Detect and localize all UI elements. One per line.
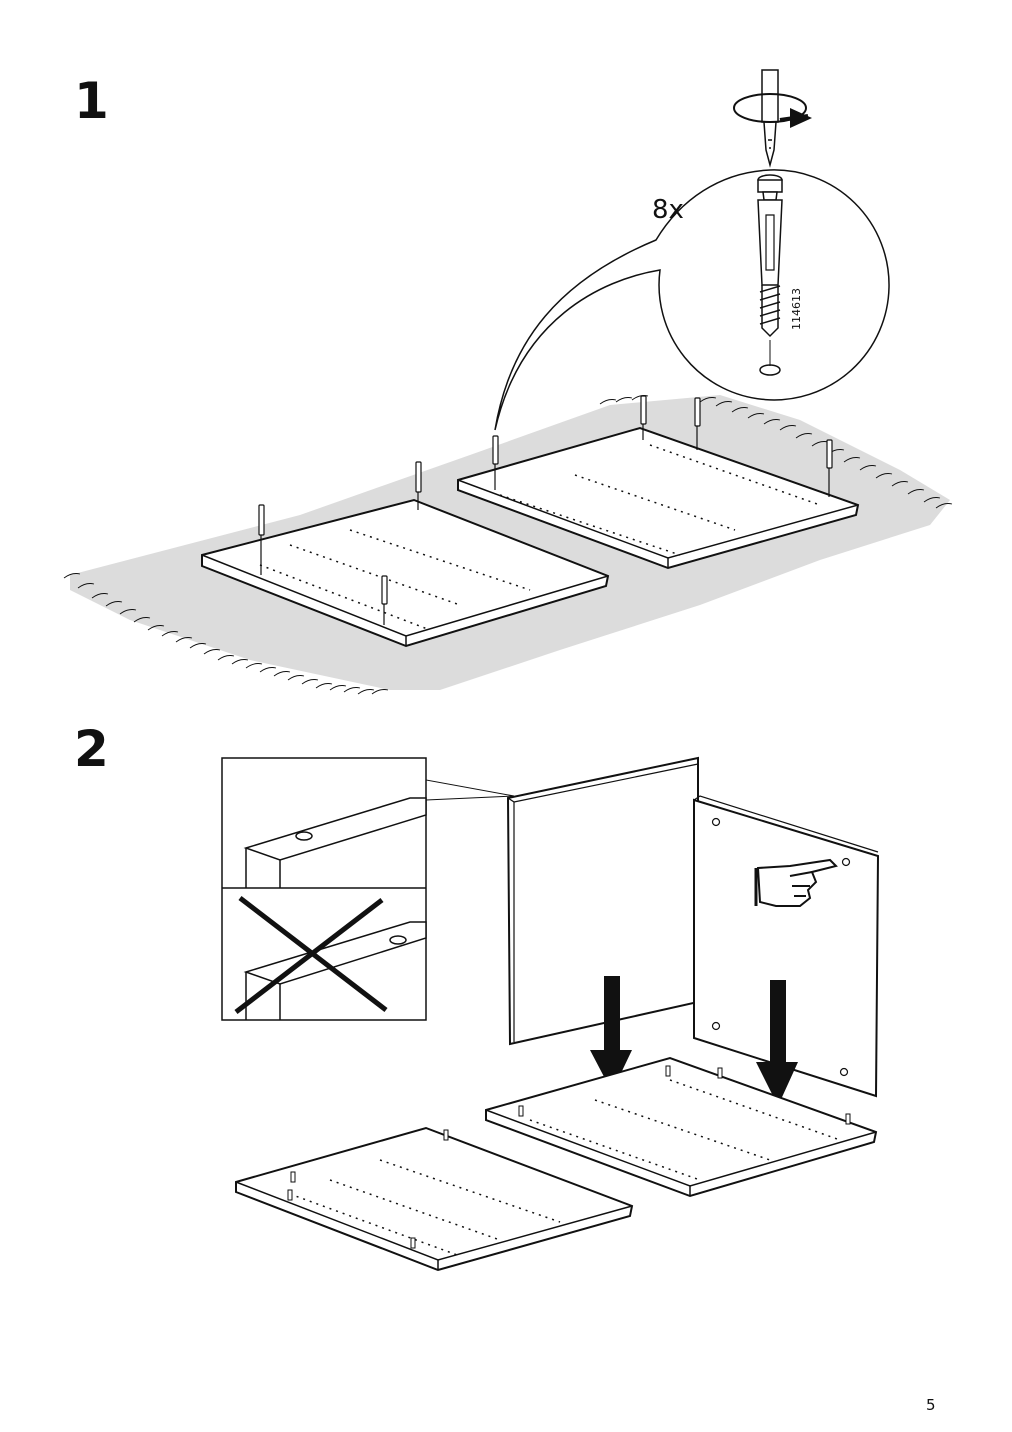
correct-edge-detail — [243, 797, 427, 888]
side-panel-plain — [506, 756, 699, 1046]
step-2-number: 2 — [74, 720, 109, 778]
left-panel — [201, 498, 610, 648]
page-number: 5 — [926, 1396, 936, 1414]
bottom-panel-target — [485, 1056, 878, 1198]
bottom-panel-left — [235, 1126, 634, 1272]
right-panel — [457, 426, 860, 570]
cam-dowel-icon — [757, 174, 783, 376]
part-number-label: 114613 — [790, 288, 803, 330]
cam-dowels — [258, 395, 833, 625]
step-1-number: 1 — [74, 72, 109, 130]
screwdriver-icon — [733, 69, 812, 168]
step-2-illustration — [221, 756, 880, 1272]
side-panel-marked — [693, 795, 880, 1098]
edge-detail-box — [221, 757, 515, 1021]
step-1-illustration: 8x 114613 — [63, 69, 953, 695]
down-arrow-icon — [590, 976, 798, 1106]
quantity-label: 8x — [652, 195, 684, 225]
detail-callout — [494, 169, 890, 431]
cross-mark-icon — [234, 896, 388, 1014]
pointing-hand-icon — [754, 858, 838, 907]
